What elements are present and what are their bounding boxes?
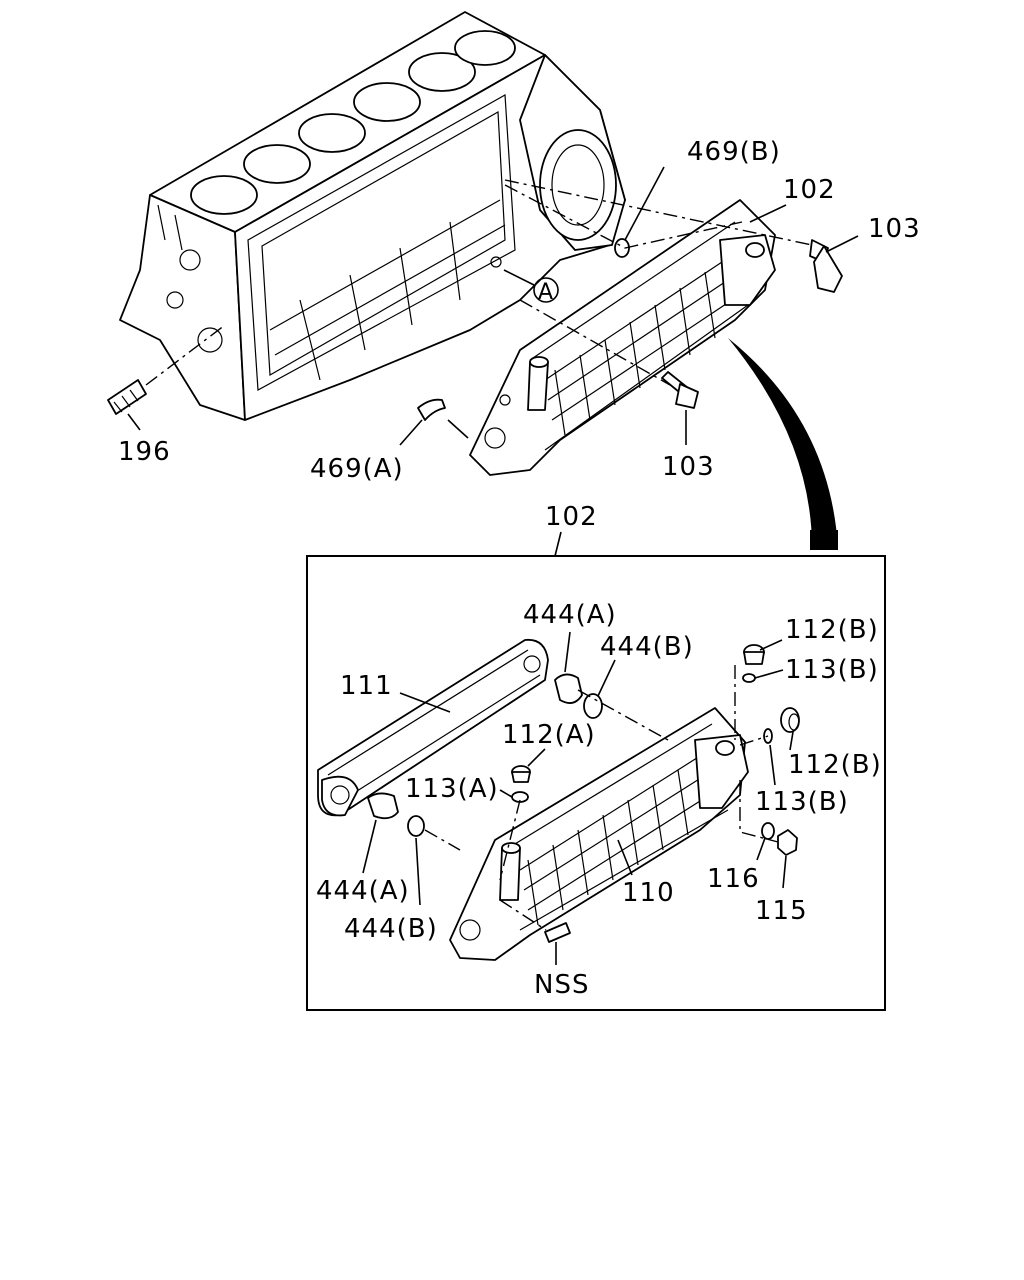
gasket-444a-top (554, 673, 583, 704)
label-469b: 469(B) (687, 137, 781, 167)
label-115: 115 (755, 896, 808, 926)
label-444a-top: 444(A) (523, 600, 617, 630)
detail-arrow (728, 338, 838, 548)
engine-block (119, 11, 626, 421)
label-a-circle: A (538, 280, 554, 305)
label-103-right: 103 (868, 214, 921, 244)
gasket-444a-bottom (367, 792, 399, 820)
o-ring-469b (614, 238, 630, 258)
label-113a: 113(A) (405, 774, 499, 804)
o-ring-444b-top (583, 693, 603, 719)
nut-115 (777, 829, 798, 856)
bolt-103-right (809, 239, 843, 293)
nss-plate (544, 922, 571, 943)
oil-cooler-assembly-top (469, 199, 776, 476)
label-196: 196 (118, 437, 171, 467)
detail-inset-box (306, 555, 886, 1011)
washer-116 (761, 822, 775, 840)
label-111: 111 (340, 671, 393, 701)
label-113b-top: 113(B) (785, 655, 879, 685)
cover-plate-111 (317, 638, 549, 817)
label-113b-right: 113(B) (755, 787, 849, 817)
plug-112a (511, 765, 531, 783)
plug-112b-right (780, 707, 800, 733)
circle-a-marker (533, 277, 559, 303)
sensor-196 (107, 379, 147, 415)
oil-cooler-body-110 (449, 707, 749, 961)
label-102-box: 102 (545, 502, 598, 532)
plug-112b-top (743, 644, 765, 665)
label-102-top: 102 (783, 175, 836, 205)
gasket-469a (417, 398, 446, 421)
label-nss: NSS (534, 970, 589, 1000)
label-112b-right: 112(B) (788, 750, 882, 780)
washer-113b-top (742, 673, 756, 683)
label-469a: 469(A) (310, 454, 404, 484)
label-110: 110 (622, 878, 675, 908)
bolt-103-bottom (661, 371, 699, 409)
label-112a: 112(A) (502, 720, 596, 750)
o-ring-444b-bottom (407, 815, 425, 837)
leader-lines-top (127, 166, 859, 446)
label-112b-top: 112(B) (785, 615, 879, 645)
label-444b-top: 444(B) (600, 632, 694, 662)
label-444a-bottom: 444(A) (316, 876, 410, 906)
leader-lines-inset (362, 631, 794, 965)
label-116: 116 (707, 864, 760, 894)
label-444b-bottom: 444(B) (344, 914, 438, 944)
label-103-bottom: 103 (662, 452, 715, 482)
